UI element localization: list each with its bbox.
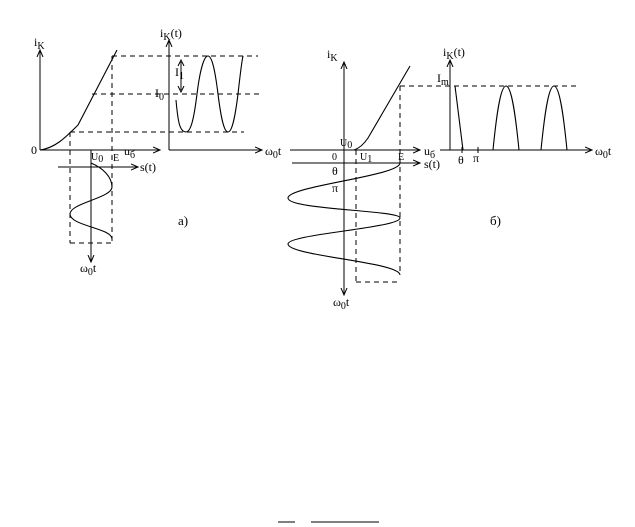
a-input-wave bbox=[69, 162, 113, 240]
b-st-label: s(t) bbox=[424, 157, 440, 171]
b-u0-label: U0 bbox=[340, 138, 352, 151]
b-u1-label: U1 bbox=[360, 152, 372, 165]
a-i1-arrowhead-bot bbox=[177, 85, 185, 94]
b-ub-label: uб bbox=[424, 144, 435, 161]
b-pulse-wave bbox=[454, 85, 568, 151]
a-characteristic-curve bbox=[39, 49, 118, 151]
b-pi-label: π bbox=[332, 181, 338, 195]
b-wt-right-label: ω0t bbox=[595, 144, 612, 161]
b-ik-label: iK bbox=[327, 47, 338, 64]
b-theta-right-label: θ bbox=[458, 153, 464, 167]
b-w0t-bottom-label: ω0t bbox=[333, 295, 350, 312]
a-ik-label: iK bbox=[34, 35, 45, 52]
a-ikt-label: iK(t) bbox=[160, 26, 182, 43]
a-i1-label: I1 bbox=[175, 65, 184, 82]
a-wt-label: ω0t bbox=[265, 144, 282, 161]
b-caption: б) bbox=[490, 213, 501, 228]
b-characteristic-curve bbox=[353, 65, 411, 151]
b-zero-label: 0 bbox=[332, 152, 337, 163]
panel-a: iK iK(t) I1 I0 0 U0 E uб s(t) ω0t ω0t а) bbox=[31, 26, 282, 278]
a-e-label: E bbox=[113, 153, 119, 164]
a-w0t-bottom-label: ω0t bbox=[80, 261, 97, 278]
b-input-wave bbox=[287, 162, 401, 276]
b-ikt-label: iK(t) bbox=[443, 45, 465, 62]
a-i0-label: I0 bbox=[155, 86, 164, 103]
a-ub-label: uб bbox=[124, 144, 135, 161]
a-u0-label: U0 bbox=[91, 152, 103, 165]
panel-b: iK iK(t) Im U0 0 U1 E uб s(t) θ π θ π ω0… bbox=[287, 45, 612, 312]
b-im-label: Im bbox=[437, 71, 449, 88]
b-theta-label: θ bbox=[332, 164, 338, 178]
b-pi-right-label: π bbox=[473, 151, 479, 165]
a-i1-arrowhead-top bbox=[177, 58, 185, 67]
b-e-label: E bbox=[398, 152, 404, 163]
a-zero-label: 0 bbox=[31, 143, 37, 157]
a-st-label: s(t) bbox=[140, 160, 156, 174]
a-caption: а) bbox=[178, 213, 188, 228]
